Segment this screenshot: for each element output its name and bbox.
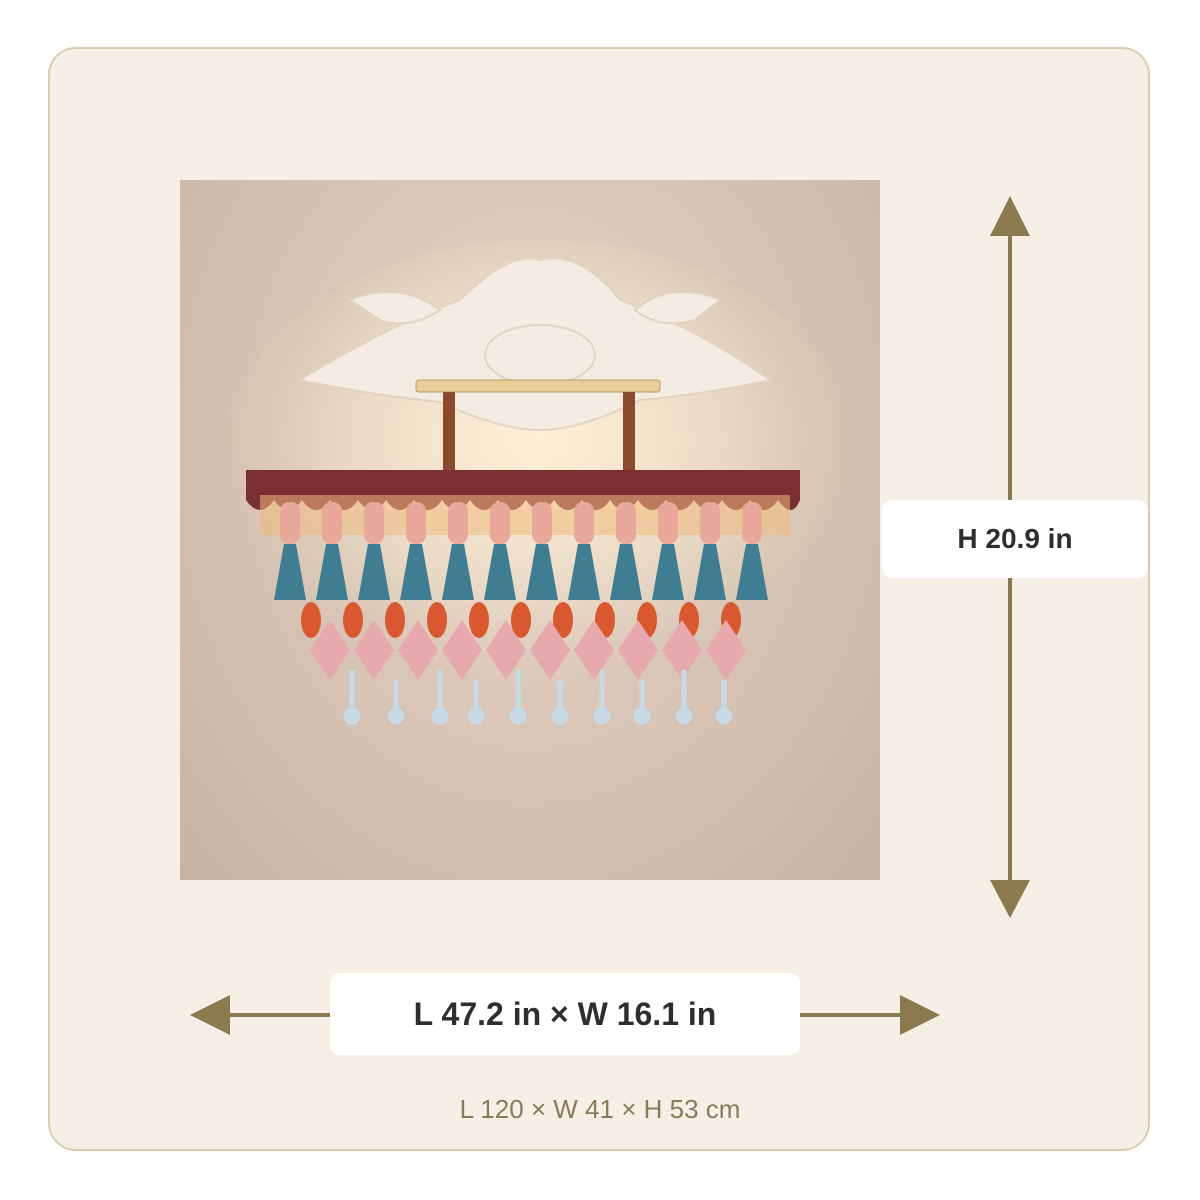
suspension-rod-right xyxy=(623,392,635,472)
product-photo xyxy=(180,180,880,880)
mounting-bar xyxy=(415,379,661,393)
length-width-label: L 47.2 in × W 16.1 in xyxy=(330,973,800,1055)
chandelier-illustration xyxy=(220,240,860,725)
height-value: H 20.9 in xyxy=(957,523,1073,554)
metric-dimensions: L 120 × W 41 × H 53 cm xyxy=(459,1094,741,1124)
suspension-rod-left xyxy=(443,392,455,472)
pink-tulip-row xyxy=(280,502,762,544)
height-label: H 20.9 in xyxy=(882,500,1148,578)
vertical-double-arrow-icon xyxy=(990,196,1030,918)
length-width-value: L 47.2 in × W 16.1 in xyxy=(413,995,717,1032)
pendant-stems xyxy=(343,670,733,725)
teal-bell-row xyxy=(274,544,768,600)
horizontal-double-arrow-icon xyxy=(190,995,940,1035)
pink-leaf-row xyxy=(310,620,746,680)
